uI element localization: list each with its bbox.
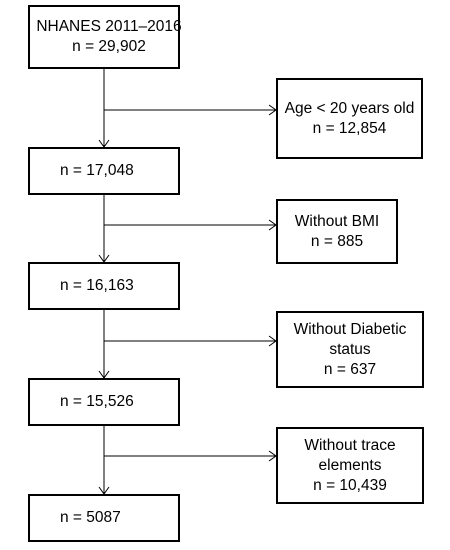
exclusion-box-1: Age < 20 years old n = 12,854 <box>276 78 423 159</box>
main-step-box-2: n = 17,048 <box>28 147 180 195</box>
main-step-box-3: n = 16,163 <box>28 262 180 310</box>
exclusion-4-line-3: n = 10,439 <box>313 476 387 494</box>
exclusion-1-line-1: Age < 20 years old <box>284 99 415 117</box>
main-step-5-line-1: n = 5087 <box>60 509 121 526</box>
exclusion-1-line-2: n = 12,854 <box>312 119 387 137</box>
exclusion-2-line-1: Without BMI <box>294 212 380 230</box>
main-step-box-5: n = 5087 <box>28 494 180 542</box>
main-step-1-line-2: n = 29,902 <box>72 38 146 55</box>
main-step-3-line-1: n = 16,163 <box>60 277 134 294</box>
main-step-1-line-1: NHANES 2011–2016 <box>36 18 182 35</box>
exclusion-3-line-3: n = 637 <box>323 360 377 378</box>
exclusion-box-2: Without BMI n = 885 <box>276 199 398 264</box>
main-step-box-4: n = 15,526 <box>28 378 180 426</box>
main-step-2-line-1: n = 17,048 <box>60 162 134 179</box>
main-step-box-1: NHANES 2011–2016 n = 29,902 <box>28 5 182 69</box>
exclusion-4-line-2: elements <box>318 456 382 474</box>
exclusion-box-3: Without Diabetic status n = 637 <box>276 311 424 388</box>
main-step-4-line-1: n = 15,526 <box>60 393 134 410</box>
exclusion-box-4: Without trace elements n = 10,439 <box>276 427 424 504</box>
exclusion-4-line-1: Without trace <box>304 436 396 454</box>
exclusion-3-line-2: status <box>329 340 371 358</box>
exclusion-3-line-1: Without Diabetic <box>293 320 407 338</box>
exclusion-2-line-2: n = 885 <box>310 232 364 250</box>
